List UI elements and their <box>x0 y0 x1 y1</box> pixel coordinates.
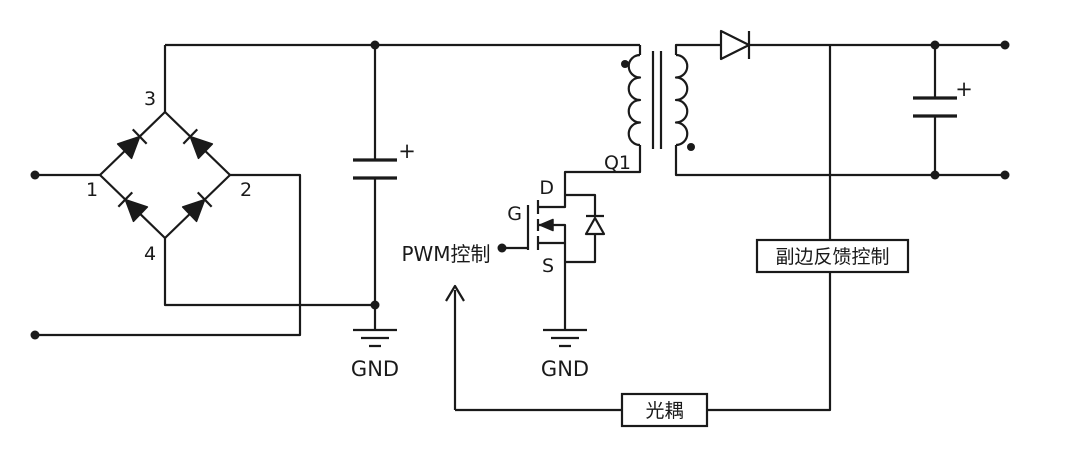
switch-ground-symbol: GND <box>541 328 589 381</box>
drain-label: D <box>539 177 554 199</box>
diode-triangle <box>124 198 149 223</box>
bridge-diamond-wire <box>98 110 232 240</box>
body-diode-triangle <box>584 216 606 236</box>
mosfet-body-arrow <box>539 218 554 232</box>
diode-cathode-bar <box>117 191 134 208</box>
secondary-polarity-dot <box>687 143 695 151</box>
switch-ground-label: GND <box>541 357 589 381</box>
body-diode-icon <box>565 193 606 264</box>
bridge-diode-icon <box>181 191 213 223</box>
bulk-cap-plates <box>353 158 397 180</box>
junction-dot <box>930 40 940 50</box>
bridge-pin1-label: 1 <box>86 179 98 201</box>
output-diode-icon <box>719 29 1005 61</box>
bridge-diode-icon <box>182 128 214 160</box>
input-wire-bottom <box>35 173 302 337</box>
output-terminals <box>1000 40 1010 180</box>
bulk-cap-polarity-label: + <box>398 139 416 163</box>
output-diode-triangle <box>719 29 751 61</box>
source-label: S <box>542 255 554 277</box>
junction-dot <box>370 40 380 50</box>
bridge-pin4-label: 4 <box>144 243 156 265</box>
junction-dot <box>370 300 380 310</box>
diode-cathode-bar <box>182 128 199 145</box>
input-terminal-bottom <box>30 330 40 340</box>
output-cap-polarity-label: + <box>955 77 973 101</box>
gate-label: G <box>507 203 522 225</box>
pwm-control-label: PWM控制 <box>401 242 490 266</box>
output-cap-plates <box>913 96 957 118</box>
optocoupler-label: 光耦 <box>645 400 683 422</box>
output-terminal-top <box>1000 40 1010 50</box>
transformer <box>621 43 1005 177</box>
diode-triangle <box>189 135 214 160</box>
mosfet-q1: Q1 D G S <box>497 145 642 330</box>
primary-polarity-dot <box>621 60 629 68</box>
bridge-pin3-label: 3 <box>144 88 156 110</box>
ac-input <box>30 170 302 340</box>
bulk-capacitor: + <box>353 40 416 330</box>
gate-node-dot <box>497 243 507 253</box>
bridge-diode-icon <box>116 128 148 160</box>
primary-ground-symbol: GND <box>351 328 399 381</box>
ground-bars <box>543 328 587 348</box>
junction-dot <box>930 170 940 180</box>
bridge-rectifier: 3 1 2 4 <box>86 45 375 307</box>
bridge-pin2-label: 2 <box>240 179 252 201</box>
secondary-winding <box>674 53 689 147</box>
body-diode-branch <box>565 193 597 264</box>
mosfet-ref-label: Q1 <box>604 152 631 174</box>
diode-triangle <box>181 198 206 223</box>
bridge-negative-wire <box>163 238 375 307</box>
secondary-top-lead <box>674 43 721 55</box>
feedback-control-label: 副边反馈控制 <box>775 246 889 268</box>
transformer-core <box>651 51 663 149</box>
feedback-down-wire <box>707 272 832 412</box>
diode-triangle <box>116 135 141 160</box>
output-capacitor: + <box>913 40 973 180</box>
feedback-path: 副边反馈控制 光耦 <box>455 45 910 428</box>
pwm-control: PWM控制 <box>401 242 491 410</box>
arrow-up-icon <box>445 284 465 302</box>
bridge-diode-icon <box>117 191 149 223</box>
output-terminal-bottom <box>1000 170 1010 180</box>
feedback-control-box <box>755 238 910 274</box>
secondary-bottom-wire <box>674 145 1005 177</box>
drain-wire <box>538 145 642 209</box>
input-terminal-top <box>30 170 40 180</box>
diode-cathode-bar <box>196 191 213 208</box>
optocoupler-box <box>620 392 709 428</box>
primary-winding <box>627 53 642 147</box>
diode-cathode-bar <box>131 128 148 145</box>
primary-ground-label: GND <box>351 357 399 381</box>
ground-bars <box>353 328 397 348</box>
